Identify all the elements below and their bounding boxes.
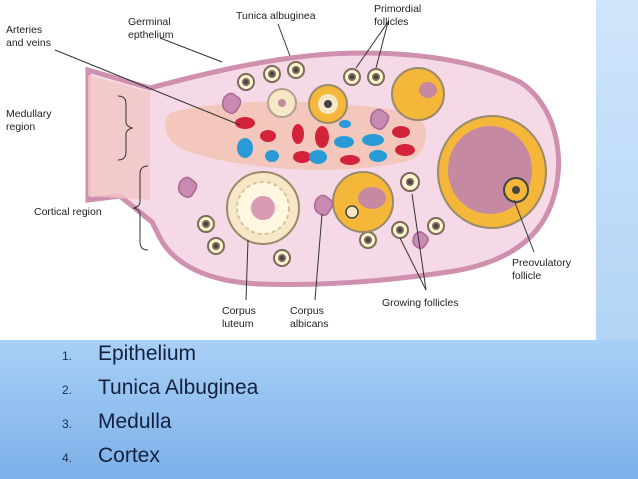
label-preovulatory-2: follicle [512, 270, 541, 282]
list-item: 4. Cortex [62, 444, 258, 478]
label-corpus-luteum-2: luteum [222, 318, 254, 330]
label-corpus-albicans-2: albicans [290, 318, 329, 330]
label-tunica: Tunica albuginea [236, 10, 316, 22]
label-germinal-2: epthelium [128, 29, 174, 41]
label-primordial-1: Primordial [374, 3, 421, 15]
list-item: 1. Epithelium [62, 342, 258, 376]
corpus-albicans [177, 92, 429, 250]
list-item: 3. Medulla [62, 410, 258, 444]
preovulatory-follicle [437, 115, 547, 229]
label-germinal-1: Germinal [128, 16, 171, 28]
ovary-diagram: Arteries and veins Germinal epthelium Tu… [6, 3, 572, 330]
label-arteries-2: and veins [6, 37, 51, 49]
list-label: Epithelium [98, 342, 197, 365]
label-corpus-albicans-1: Corpus [290, 305, 324, 317]
bottom-band [0, 340, 638, 479]
growing-follicles [267, 67, 445, 233]
label-medullary-1: Medullary [6, 108, 52, 120]
label-primordial-2: follicles [374, 16, 408, 28]
diagram-panel: Arteries and veins Germinal epthelium Tu… [6, 3, 572, 330]
corpus-luteum [226, 171, 300, 245]
label-cortical: Cortical region [34, 206, 102, 218]
list-item: 2. Tunica Albuginea [62, 376, 258, 410]
list-number: 3. [62, 417, 73, 431]
list-number: 1. [62, 349, 73, 363]
list-label: Medulla [98, 410, 172, 433]
label-preovulatory-1: Preovulatory [512, 257, 572, 269]
list-label: Tunica Albuginea [98, 376, 259, 399]
label-growing: Growing follicles [382, 297, 458, 309]
list-label: Cortex [98, 444, 160, 467]
label-corpus-luteum-1: Corpus [222, 305, 256, 317]
list-number: 2. [62, 383, 73, 397]
primordial-follicles [197, 61, 445, 267]
numbered-list: 1. Epithelium 2. Tunica Albuginea 3. Med… [62, 342, 258, 478]
label-arteries-1: Arteries [6, 24, 42, 36]
list-number: 4. [62, 451, 73, 465]
medulla-vessels [235, 117, 415, 165]
label-medullary-2: region [6, 121, 35, 133]
leader-lines [54, 21, 535, 301]
